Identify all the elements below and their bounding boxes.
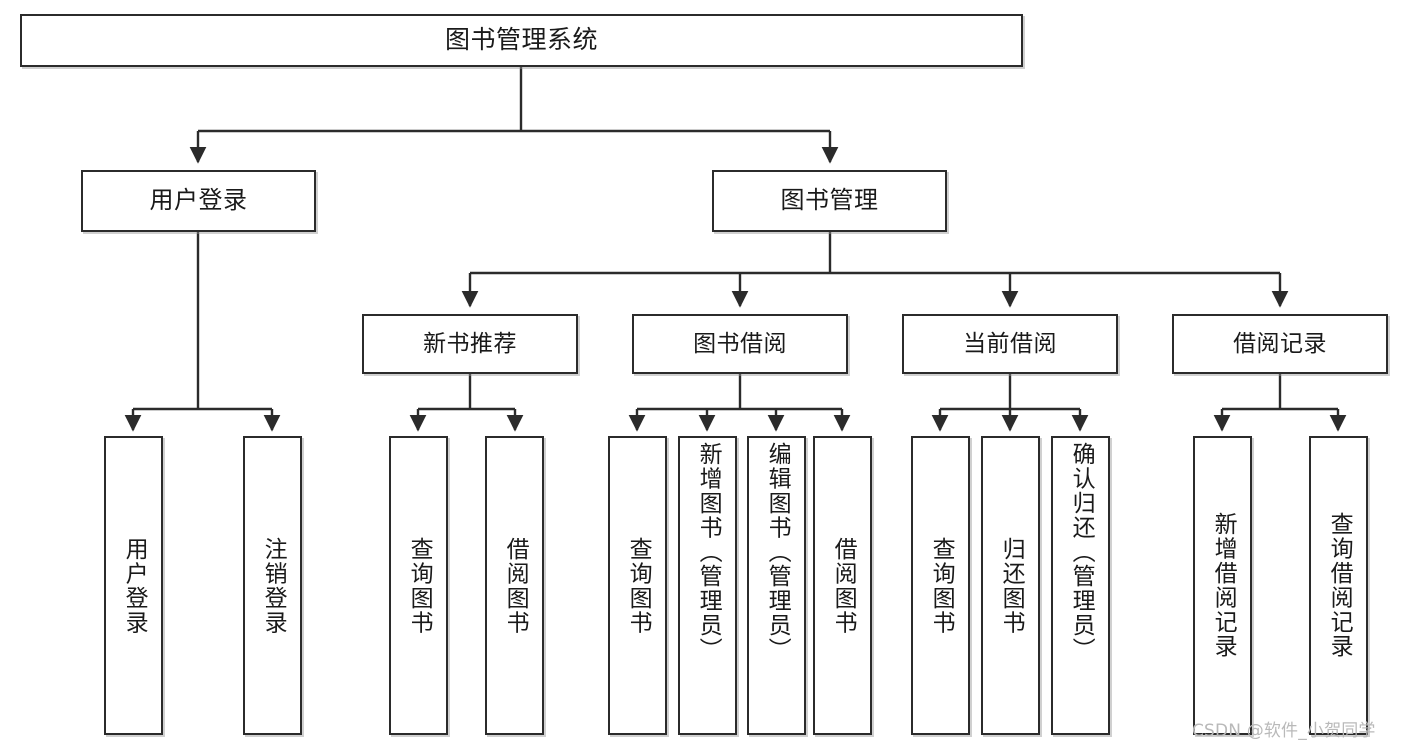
node-root-label: 图书管理系统 xyxy=(444,25,598,55)
node-root[interactable]: 图书管理系统 xyxy=(20,14,1023,67)
node-user-login[interactable]: 用户登录 xyxy=(81,170,316,232)
leaf-new-book-borrow-label: 借阅图书 xyxy=(502,536,529,635)
node-new-book-recommend-label: 新书推荐 xyxy=(423,330,517,357)
leaf-record-query[interactable]: 查询借阅记录 xyxy=(1309,436,1368,735)
leaf-user-login-login[interactable]: 用户登录 xyxy=(104,436,163,735)
leaf-current-confirm-return-label: 确认归还（管理员） xyxy=(1068,442,1095,662)
node-new-book-recommend[interactable]: 新书推荐 xyxy=(362,314,578,374)
leaf-new-book-borrow[interactable]: 借阅图书 xyxy=(485,436,544,735)
node-current-borrow-label: 当前借阅 xyxy=(963,330,1057,357)
leaf-borrow-query-book-label: 查询图书 xyxy=(625,536,652,635)
leaf-borrow-add-book-label: 新增图书（管理员） xyxy=(695,442,722,662)
leaf-record-query-label: 查询借阅记录 xyxy=(1326,512,1353,659)
leaf-user-login-login-label: 用户登录 xyxy=(121,536,148,635)
leaf-new-book-query-label: 查询图书 xyxy=(406,536,433,635)
node-borrow-record-label: 借阅记录 xyxy=(1233,330,1327,357)
leaf-borrow-borrow-book[interactable]: 借阅图书 xyxy=(813,436,872,735)
leaf-current-query-book-label: 查询图书 xyxy=(928,536,955,635)
leaf-current-return-book-label: 归还图书 xyxy=(998,536,1025,635)
csdn-watermark: CSDN @软件_小贺同学 xyxy=(1192,721,1376,741)
node-book-borrow[interactable]: 图书借阅 xyxy=(632,314,848,374)
node-book-borrow-label: 图书借阅 xyxy=(693,330,787,357)
leaf-new-book-query[interactable]: 查询图书 xyxy=(389,436,448,735)
leaf-current-return-book[interactable]: 归还图书 xyxy=(981,436,1040,735)
node-book-management[interactable]: 图书管理 xyxy=(712,170,947,232)
leaf-user-login-logout-label: 注销登录 xyxy=(260,536,287,635)
leaf-record-add-label: 新增借阅记录 xyxy=(1210,512,1237,659)
leaf-user-login-logout[interactable]: 注销登录 xyxy=(243,436,302,735)
leaf-borrow-query-book[interactable]: 查询图书 xyxy=(608,436,667,735)
node-current-borrow[interactable]: 当前借阅 xyxy=(902,314,1118,374)
leaf-borrow-add-book[interactable]: 新增图书（管理员） xyxy=(678,436,737,735)
node-user-login-label: 用户登录 xyxy=(149,186,248,215)
leaf-borrow-borrow-book-label: 借阅图书 xyxy=(830,536,857,635)
leaf-current-query-book[interactable]: 查询图书 xyxy=(911,436,970,735)
leaf-current-confirm-return[interactable]: 确认归还（管理员） xyxy=(1051,436,1110,735)
leaf-borrow-edit-book[interactable]: 编辑图书（管理员） xyxy=(747,436,806,735)
leaf-record-add[interactable]: 新增借阅记录 xyxy=(1193,436,1252,735)
node-book-management-label: 图书管理 xyxy=(780,186,879,215)
node-borrow-record[interactable]: 借阅记录 xyxy=(1172,314,1388,374)
leaf-borrow-edit-book-label: 编辑图书（管理员） xyxy=(764,442,791,662)
